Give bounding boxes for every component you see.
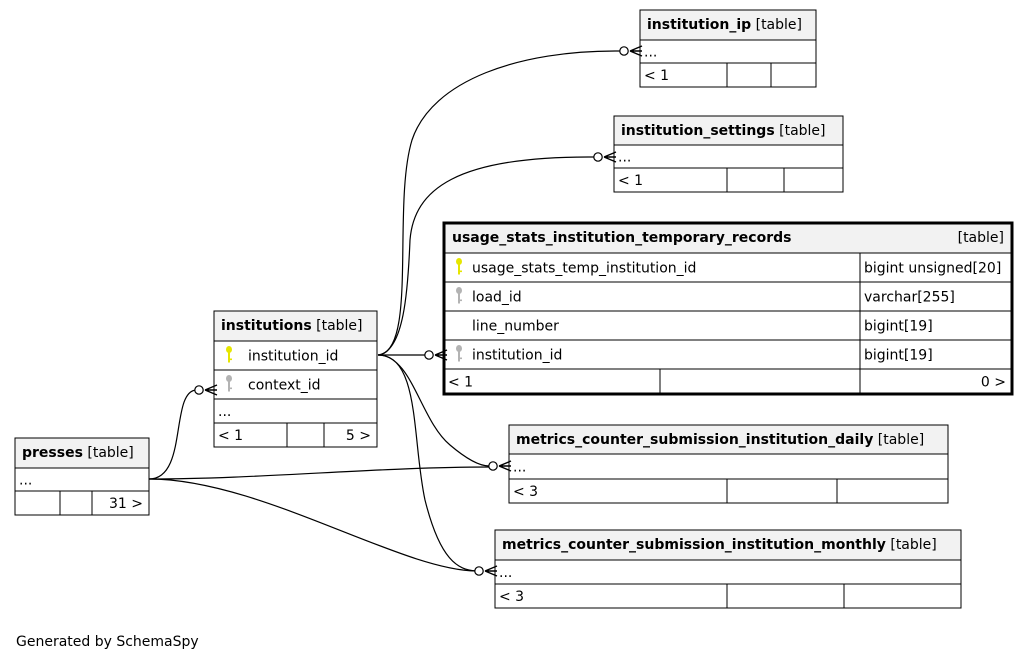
table-title: presses [table] <box>22 445 134 461</box>
foreign-key-icon <box>456 287 462 304</box>
parents-count: < 1 <box>448 375 473 391</box>
column-type: bigint[19] <box>864 348 933 364</box>
columns-ellipsis: ... <box>499 565 512 581</box>
table-institution_settings[interactable]: institution_settings [table]... < 1 <box>613 115 844 193</box>
table-title: usage_stats_institution_temporary_record… <box>452 230 791 246</box>
parents-count: < 1 <box>644 68 669 84</box>
column-type: varchar[255] <box>864 290 955 306</box>
relationship-institutions-to-institution_settings <box>377 156 595 356</box>
relationship-institutions-to-institution_ip <box>377 50 621 356</box>
columns-ellipsis: ... <box>644 45 657 61</box>
table-title: institution_ip [table] <box>647 17 802 33</box>
table-title: metrics_counter_submission_institution_d… <box>516 432 924 448</box>
table-institution_ip[interactable]: institution_ip [table]... < 1 <box>639 9 817 88</box>
crows-foot-institution-ip <box>619 45 643 57</box>
table-nodes: institution_ip [table]...< 1institution_… <box>14 9 1014 609</box>
table-title: institution_settings [table] <box>621 123 826 139</box>
column-type: bigint[19] <box>864 319 933 335</box>
foreign-key-icon <box>226 375 232 392</box>
table-usage_stats[interactable]: usage_stats_institution_temporary_record… <box>442 221 1014 396</box>
parents-count: < 3 <box>499 589 524 605</box>
column-name: institution_id <box>472 348 562 364</box>
children-count: 0 > <box>981 375 1006 391</box>
table-mcs_monthly[interactable]: metrics_counter_submission_institution_m… <box>494 529 962 609</box>
table-title: institutions [table] <box>221 318 363 334</box>
crows-foot-institution-settings <box>593 151 617 163</box>
parents-count: < 1 <box>618 173 643 189</box>
relationship-presses-to-institutions <box>148 389 197 480</box>
column-name: load_id <box>472 290 522 306</box>
crows-foot-mcs-daily <box>488 460 512 472</box>
columns-ellipsis: ... <box>218 404 231 420</box>
crows-foot-institutions <box>194 384 218 396</box>
crows-foot-mcs-monthly <box>474 565 498 577</box>
primary-key-icon <box>456 258 462 275</box>
relationship-presses-to-mcs_daily <box>148 466 490 480</box>
table-institutions[interactable]: institutions [table] institution_idcontex… <box>213 310 378 448</box>
column-type: bigint unsigned[20] <box>864 261 1001 277</box>
parents-count: < 3 <box>513 484 538 500</box>
relationship-institutions-to-mcs_daily <box>377 354 490 467</box>
column-name: line_number <box>472 319 559 335</box>
generated-by-label: Generated by SchemaSpy <box>16 634 199 650</box>
column-name: context_id <box>248 378 321 394</box>
children-count: 5 > <box>346 428 371 444</box>
table-title: metrics_counter_submission_institution_m… <box>502 537 937 553</box>
table-mcs_daily[interactable]: metrics_counter_submission_institution_d… <box>508 424 949 504</box>
columns-ellipsis: ... <box>513 460 526 476</box>
primary-key-icon <box>226 346 232 363</box>
relationship-presses-to-mcs_monthly <box>148 478 477 572</box>
parents-count: < 1 <box>218 428 243 444</box>
relationship-lines <box>148 45 643 577</box>
columns-ellipsis: ... <box>19 473 32 489</box>
table-kind: [table] <box>958 230 1004 246</box>
relationship-institutions-to-mcs_monthly <box>377 354 477 572</box>
children-count: 31 > <box>109 496 143 512</box>
column-name: usage_stats_temp_institution_id <box>472 261 696 277</box>
foreign-key-icon <box>456 345 462 362</box>
column-name: institution_id <box>248 349 338 365</box>
columns-ellipsis: ... <box>618 150 631 166</box>
table-presses[interactable]: presses [table]... 31 > <box>14 437 150 516</box>
